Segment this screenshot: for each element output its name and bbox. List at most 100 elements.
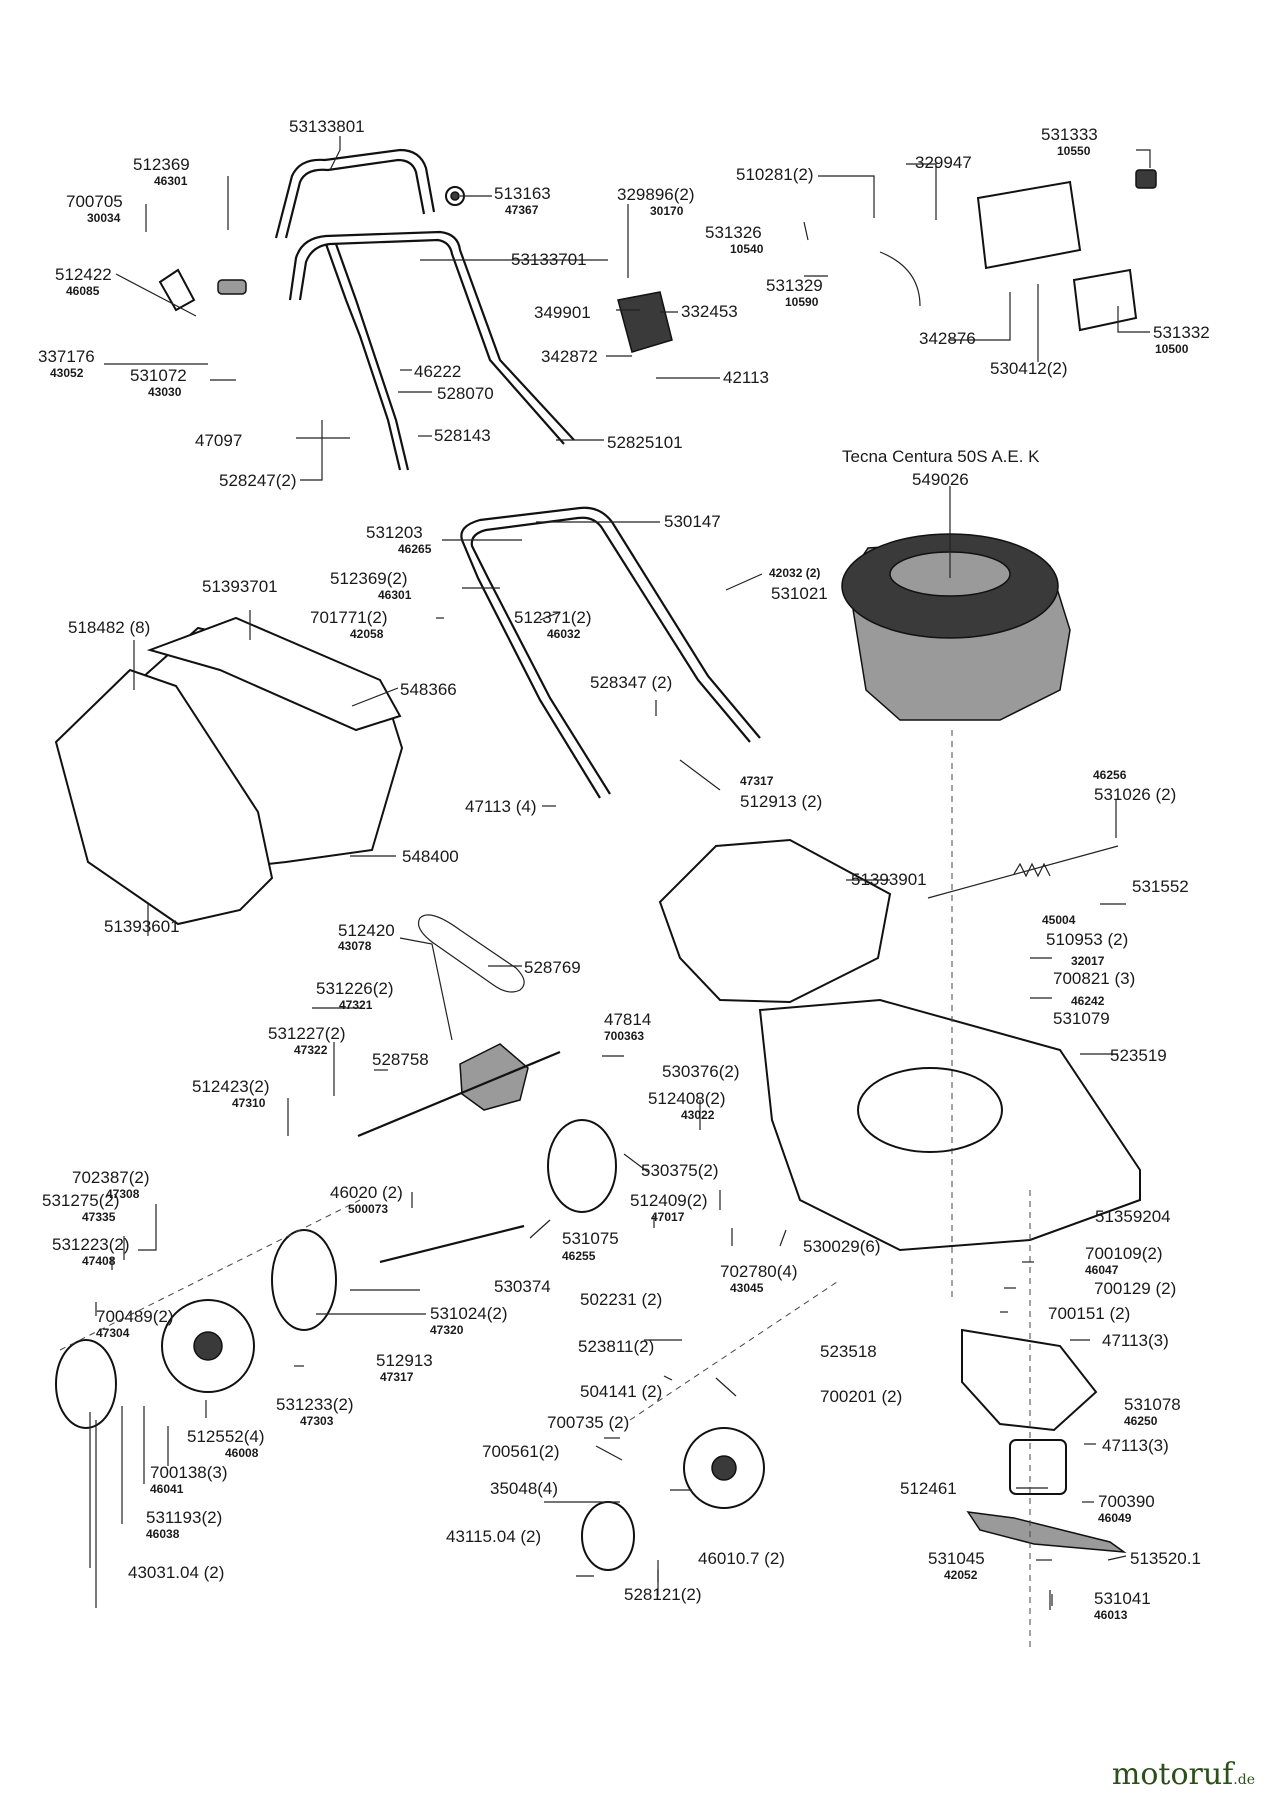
label-46038: 46038 [146, 1527, 180, 1541]
discharge-chute-part [658, 838, 892, 1004]
label-512552: 512552(4) [187, 1427, 265, 1446]
label-531275: 531275(2) [42, 1191, 120, 1210]
label-531233: 531233(2) [276, 1395, 354, 1414]
label-512420: 512420 [338, 921, 395, 940]
label-47317b: 47317 [380, 1370, 414, 1384]
label-548366: 548366 [400, 680, 457, 699]
middle-handle-part [288, 230, 575, 445]
label-47335: 47335 [82, 1210, 116, 1224]
label-42032: 42032 (2) [769, 566, 820, 580]
label-531193: 531193(2) [146, 1508, 222, 1527]
label-523811: 523811(2) [578, 1337, 654, 1356]
label-702780: 702780(4) [720, 1262, 798, 1281]
label-700201: 700201 (2) [820, 1387, 902, 1406]
label-531227: 531227(2) [268, 1024, 346, 1043]
label-700109: 700109(2) [1085, 1244, 1163, 1263]
label-43030: 43030 [148, 385, 182, 399]
label-349901: 349901 [534, 303, 591, 322]
label-51359204: 51359204 [1095, 1207, 1171, 1226]
label-52825101: 52825101 [607, 433, 683, 452]
label-30170: 30170 [650, 204, 684, 218]
label-46041: 46041 [150, 1482, 184, 1496]
label-43115: 43115.04 (2) [446, 1527, 541, 1546]
label-42113: 42113 [723, 368, 769, 387]
label-528347: 528347 (2) [590, 673, 672, 692]
label-530412: 530412(2) [990, 359, 1068, 378]
label-513520: 513520.1 [1130, 1549, 1201, 1568]
label-47320: 47320 [430, 1323, 464, 1337]
label-43078: 43078 [338, 939, 372, 953]
label-51393701: 51393701 [202, 577, 278, 596]
label-46242: 46242 [1071, 994, 1105, 1008]
upper-handle-part [274, 148, 436, 239]
label-700151: 700151 (2) [1048, 1304, 1130, 1323]
leader-lines [89, 136, 1151, 1610]
label-510281: 510281(2) [736, 165, 814, 184]
label-701771: 701771(2) [310, 608, 388, 627]
plug-part [1135, 169, 1157, 189]
label-512369: 512369 [133, 155, 190, 174]
label-47304: 47304 [96, 1326, 130, 1340]
label-530374: 530374 [494, 1277, 551, 1296]
label-700821: 700821 (3) [1053, 969, 1135, 988]
label-47408: 47408 [82, 1254, 116, 1268]
label-53133801: 53133801 [289, 117, 365, 136]
label-700138: 700138(3) [150, 1463, 228, 1482]
label-47317: 47317 [740, 774, 774, 788]
label-531332: 531332 [1153, 323, 1210, 342]
label-47113-3a: 47113(3) [1102, 1331, 1169, 1350]
blade-adapter-part [961, 1328, 1098, 1432]
label-531078: 531078 [1124, 1395, 1181, 1414]
label-51393601: 51393601 [104, 917, 180, 936]
label-46301: 46301 [154, 174, 188, 188]
label-51393901: 51393901 [851, 870, 927, 889]
label-47303: 47303 [300, 1414, 334, 1428]
label-46013: 46013 [1094, 1608, 1128, 1622]
blade-spacer-part [1009, 1439, 1067, 1495]
label-47322: 47322 [294, 1043, 328, 1057]
label-46032: 46032 [547, 627, 581, 641]
label-43045: 43045 [730, 1281, 764, 1295]
washer-part-inner [450, 191, 460, 201]
label-528247: 528247(2) [219, 471, 297, 490]
charger-part [976, 180, 1082, 270]
label-47310: 47310 [232, 1096, 266, 1110]
spring-part [927, 845, 1119, 899]
label-531552: 531552 [1132, 877, 1189, 896]
engine-number-label: 549026 [912, 470, 969, 489]
label-528769: 528769 [524, 958, 581, 977]
part-shapes [54, 148, 1157, 1571]
part-labels: 53133801 512369 46301 700705 30034 51242… [38, 117, 1210, 1622]
label-518482: 518482 (8) [68, 618, 150, 637]
label-332453: 332453 [681, 302, 738, 321]
label-43022: 43022 [681, 1108, 715, 1122]
label-700735: 700735 (2) [547, 1413, 629, 1432]
blade-part [966, 1511, 1127, 1553]
guide-lines [59, 730, 1031, 1650]
label-46255: 46255 [562, 1249, 596, 1263]
label-47308: 47308 [106, 1187, 140, 1201]
label-531326: 531326 [705, 223, 762, 242]
label-47097: 47097 [195, 431, 242, 450]
label-47367: 47367 [505, 203, 539, 217]
label-342872: 342872 [541, 347, 598, 366]
lower-handle-part [460, 506, 761, 799]
label-53133701: 53133701 [511, 250, 587, 269]
label-700363: 700363 [604, 1029, 644, 1043]
label-47321: 47321 [339, 998, 373, 1012]
battery-part [1072, 268, 1138, 332]
label-46301b: 46301 [378, 588, 412, 602]
label-46010: 46010.7 (2) [698, 1549, 785, 1568]
label-702387: 702387(2) [72, 1168, 150, 1187]
label-47017: 47017 [651, 1210, 685, 1224]
label-700129: 700129 (2) [1094, 1279, 1176, 1298]
label-32017: 32017 [1071, 954, 1105, 968]
middle-handle-rail [324, 243, 410, 471]
label-45004: 45004 [1042, 913, 1076, 927]
lever-part [158, 268, 196, 312]
label-510953: 510953 (2) [1046, 930, 1128, 949]
label-531226: 531226(2) [316, 979, 394, 998]
label-43031: 43031.04 (2) [128, 1563, 224, 1582]
label-531223: 531223(2) [52, 1235, 130, 1254]
label-531203: 531203 [366, 523, 423, 542]
